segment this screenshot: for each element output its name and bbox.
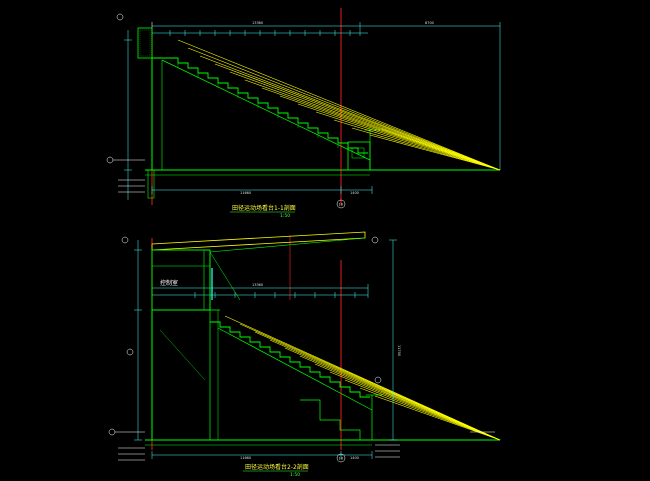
section-title-2: 田径运动场看台2-2剖面 [245, 463, 309, 471]
roof-strut-2 [209, 251, 241, 301]
stands-underside-2 [217, 327, 373, 411]
section-2-2: 13360 控制室 [108, 231, 501, 478]
axis-bubble-2 [336, 453, 346, 463]
section-title-1: 田径运动场看台1-1剖面 [232, 204, 296, 212]
axis-label-1: 18 [339, 203, 343, 207]
section-1-1: 13360 8700 [106, 8, 501, 219]
left-annotations-2 [108, 236, 145, 461]
bottom-dimension-2 [151, 451, 373, 459]
dim-bottom-right-2: 1400 [350, 456, 359, 460]
dim-right-vertical-2: 11700 [397, 345, 401, 356]
sightlines-1 [177, 39, 501, 171]
diagonal-brace-2 [159, 329, 206, 381]
dim-bottom-main-1: 11660 [240, 191, 251, 195]
control-room-wall-2 [203, 249, 211, 311]
dim-bottom-right-1: 1400 [350, 191, 359, 195]
top-dimension-chain [151, 22, 501, 170]
section-scale-1: 1:50 [280, 213, 290, 219]
axis-bubble-1 [336, 199, 346, 209]
top-dimension-ticks-2 [194, 292, 356, 298]
stands-lower-structure-2 [300, 399, 361, 440]
stands-steps-1 [152, 57, 368, 154]
left-dimension-1 [124, 30, 132, 200]
dim-overall-top-1: 13360 [252, 21, 263, 25]
foundation-1 [147, 169, 155, 199]
stands-steps-underside-1 [161, 59, 371, 161]
section-scale-2: 1:50 [290, 472, 300, 478]
stands-steps-2 [210, 321, 370, 398]
sightlines-2 [224, 315, 501, 441]
stands-steps-inner-1 [177, 63, 339, 148]
dim-overall-top-2: 13360 [252, 283, 263, 287]
dim-bottom-main-2: 11660 [240, 456, 251, 460]
roof-beam-2 [209, 237, 366, 253]
front-support-inner-1 [351, 147, 365, 159]
dim-right-top-1: 8700 [425, 21, 434, 25]
control-room-label-2: 控制室 [160, 279, 178, 287]
axis-label-2: 18 [339, 457, 343, 461]
right-annotations-2 [371, 236, 495, 458]
top-dimension-ticks [169, 30, 351, 36]
left-dimension-2 [134, 240, 142, 441]
front-support-1 [347, 141, 371, 171]
parapet-hatch-1 [139, 29, 151, 57]
parapet-top-1 [137, 27, 153, 59]
left-annotations-1 [106, 13, 145, 193]
bottom-dimension-1 [151, 186, 373, 194]
right-dimension-2 [389, 239, 397, 441]
